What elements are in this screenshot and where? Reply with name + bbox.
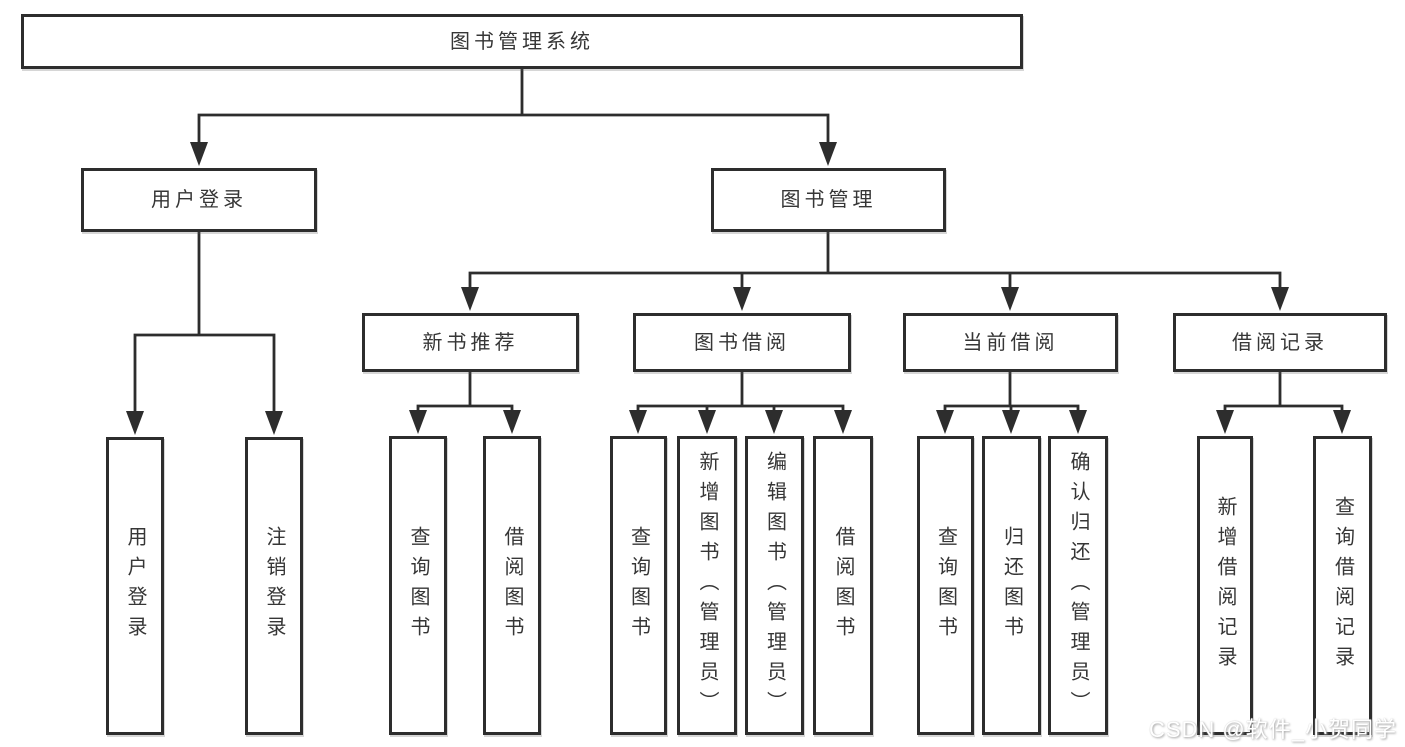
connector-bookborrow-to-leaves (636, 370, 845, 415)
node-book-borrow: 图书借阅 (633, 313, 851, 372)
leaf-borrow-books: 借阅图书 (813, 436, 873, 735)
leaf-add-borrow-record: 新增借阅记录 (1197, 436, 1253, 735)
arrow-icon (126, 411, 144, 435)
arrow-icon (765, 410, 783, 434)
connector-newbook-to-leaves (416, 370, 514, 415)
connector-currentborrow-to-leaves (943, 370, 1080, 415)
arrow-icon (409, 410, 427, 434)
node-new-book-recommend: 新书推荐 (362, 313, 579, 372)
arrow-icon (1002, 410, 1020, 434)
arrow-icon (461, 287, 479, 311)
leaf-confirm-return-admin: 确认归还（管理员） (1048, 436, 1108, 735)
arrow-icon (1333, 410, 1351, 434)
arrow-icon (265, 411, 283, 435)
arrow-icon (834, 410, 852, 434)
arrow-icon (819, 142, 837, 166)
node-current-borrow: 当前借阅 (903, 313, 1118, 372)
node-user-login: 用户登录 (81, 168, 317, 232)
connector-records-to-leaves (1223, 370, 1344, 415)
leaf-query-books-borrow: 查询图书 (610, 436, 667, 735)
arrow-icon (629, 410, 647, 434)
leaf-return-books: 归还图书 (982, 436, 1041, 735)
node-borrow-records: 借阅记录 (1173, 313, 1387, 372)
arrow-icon (733, 287, 751, 311)
arrow-icon (503, 410, 521, 434)
arrow-icon (190, 142, 208, 166)
connector-userlogin-to-leaves (133, 230, 276, 415)
node-library-system: 图书管理系统 (21, 14, 1023, 69)
arrow-icon (936, 410, 954, 434)
connector-root-to-level2 (197, 66, 830, 146)
leaf-user-login: 用户登录 (106, 437, 164, 735)
arrow-icon (1216, 410, 1234, 434)
arrow-icon (1271, 287, 1289, 311)
csdn-watermark: CSDN @软件_小贺同学 (1148, 717, 1397, 742)
arrow-icon (1001, 287, 1019, 311)
arrow-icon (698, 410, 716, 434)
node-book-management: 图书管理 (711, 168, 946, 232)
leaf-logout: 注销登录 (245, 437, 303, 735)
leaf-edit-books-admin: 编辑图书（管理员） (745, 436, 804, 735)
leaf-query-books-recommend: 查询图书 (389, 436, 447, 735)
arrowheads (126, 142, 1351, 435)
leaf-borrow-books-recommend: 借阅图书 (483, 436, 541, 735)
leaf-query-books-current: 查询图书 (917, 436, 974, 735)
leaf-query-borrow-record: 查询借阅记录 (1313, 436, 1372, 735)
connector-bookmgmt-to-level3 (468, 230, 1282, 291)
arrow-icon (1069, 410, 1087, 434)
leaf-add-books-admin: 新增图书（管理员） (677, 436, 737, 735)
